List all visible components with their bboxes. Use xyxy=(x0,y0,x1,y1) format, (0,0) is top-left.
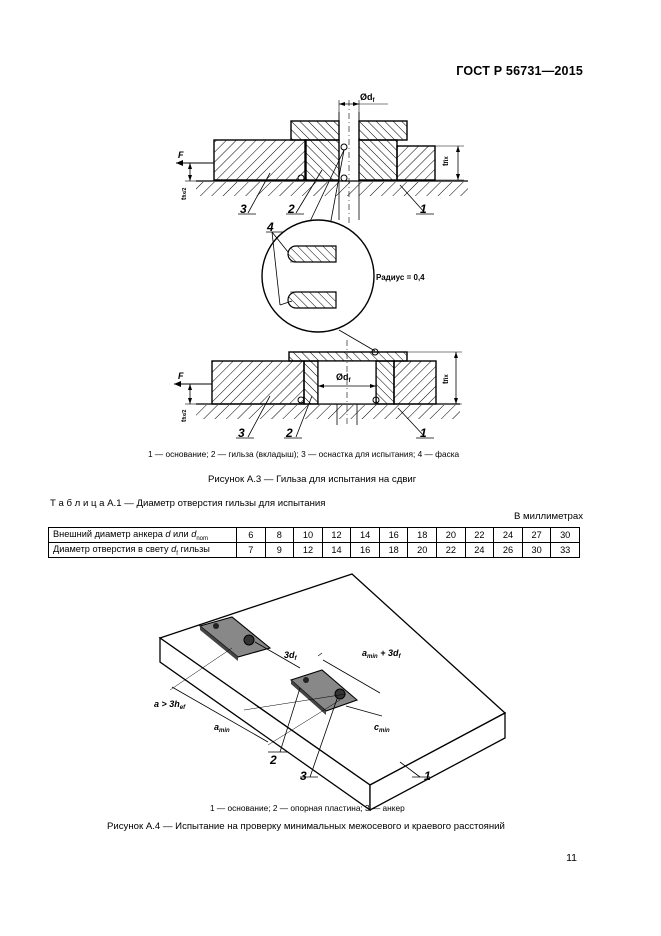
table-cell: 24 xyxy=(493,527,523,543)
table-cell: 22 xyxy=(436,542,466,558)
standard-header: ГОСТ Р 56731—2015 xyxy=(456,64,583,78)
label-amin-plus-3df: amin + 3df xyxy=(362,648,401,660)
table-cell: 30 xyxy=(521,542,552,558)
label-a-gt-3hef: a > 3hef xyxy=(154,699,186,711)
label-tfix-lower: tfix xyxy=(441,374,450,384)
row-label: Внешний диаметр анкера d или dnom xyxy=(48,527,237,543)
label-diameter-top: Ødf xyxy=(360,92,376,104)
fixture-block-upper xyxy=(213,139,307,181)
callout-2-lower: 2 xyxy=(285,426,293,440)
table-row: Диаметр отверстия в свету df гильзы 7 9 … xyxy=(48,542,580,558)
table-cell: 16 xyxy=(378,527,409,543)
upper-assembly xyxy=(176,100,468,225)
callout-2-upper: 2 xyxy=(287,202,295,216)
page-number: 11 xyxy=(566,852,577,864)
label-amin: amin xyxy=(214,722,230,734)
detail-circle xyxy=(261,149,376,352)
callout-3-fig-a4: 3 xyxy=(300,769,307,783)
figure-a3-legend: 1 — основание; 2 — гильза (вкладыш); 3 —… xyxy=(148,449,460,459)
label-tfix-upper: tfix xyxy=(441,156,450,166)
table-cell: 18 xyxy=(407,527,438,543)
callout-1-fig-a4: 1 xyxy=(424,769,431,783)
table-a1-units: В миллиметрах xyxy=(513,511,583,522)
label-diameter-bottom: Ødf xyxy=(336,372,352,384)
figure-a4-drawing xyxy=(158,573,507,812)
table-cell: 20 xyxy=(436,527,466,543)
label-force-lower: F xyxy=(178,371,184,381)
callout-1-lower: 1 xyxy=(420,426,427,440)
table-cell: 9 xyxy=(264,542,295,558)
table-a1-title: Т а б л и ц а А.1 — Диаметр отверстия ги… xyxy=(50,498,326,509)
callout-3-upper: 3 xyxy=(240,202,247,216)
table-row: Внешний диаметр анкера d или dnom 6 8 10… xyxy=(48,527,580,543)
callout-1-upper: 1 xyxy=(420,202,427,216)
row-label: Диаметр отверстия в свету df гильзы xyxy=(48,542,237,558)
table-cell: 26 xyxy=(493,542,523,558)
table-cell: 30 xyxy=(550,527,580,543)
sleeve-upper xyxy=(304,139,340,181)
table-cell: 27 xyxy=(521,527,552,543)
table-cell: 16 xyxy=(350,542,380,558)
figure-a3-caption: Рисунок А.3 — Гильза для испытания на сд… xyxy=(208,474,417,485)
table-cell: 18 xyxy=(378,542,409,558)
table-cell: 6 xyxy=(236,527,266,543)
figure-a4-caption: Рисунок А.4 — Испытание на проверку мини… xyxy=(107,821,505,832)
table-cell: 20 xyxy=(407,542,438,558)
table-cell: 12 xyxy=(293,542,323,558)
label-radius: Радиус = 0,4 xyxy=(376,273,425,282)
base-ground-upper xyxy=(196,182,468,196)
label-tfix-half-upper: tfix/2 xyxy=(181,187,188,200)
table-cell: 14 xyxy=(321,542,352,558)
label-force-upper: F xyxy=(178,150,184,160)
lower-assembly xyxy=(174,340,462,439)
callout-3-lower: 3 xyxy=(238,426,245,440)
table-cell: 7 xyxy=(236,542,266,558)
callout-2-fig-a4: 2 xyxy=(269,753,277,767)
table-cell: 12 xyxy=(321,527,352,543)
table-cell: 33 xyxy=(550,542,580,558)
table-cell: 10 xyxy=(293,527,323,543)
label-tfix-half-lower: tfix/2 xyxy=(181,409,188,422)
label-3df: 3df xyxy=(284,650,298,662)
table-cell: 8 xyxy=(264,527,295,543)
label-cmin: cmin xyxy=(374,722,390,734)
figure-a4-legend: 1 — основание; 2 — опорная пластина; 3 —… xyxy=(210,803,405,813)
table-cell: 22 xyxy=(464,527,495,543)
table-cell: 14 xyxy=(350,527,380,543)
table-cell: 24 xyxy=(464,542,495,558)
table-a1: Внешний диаметр анкера d или dnom 6 8 10… xyxy=(48,527,580,558)
callout-4: 4 xyxy=(266,220,274,234)
